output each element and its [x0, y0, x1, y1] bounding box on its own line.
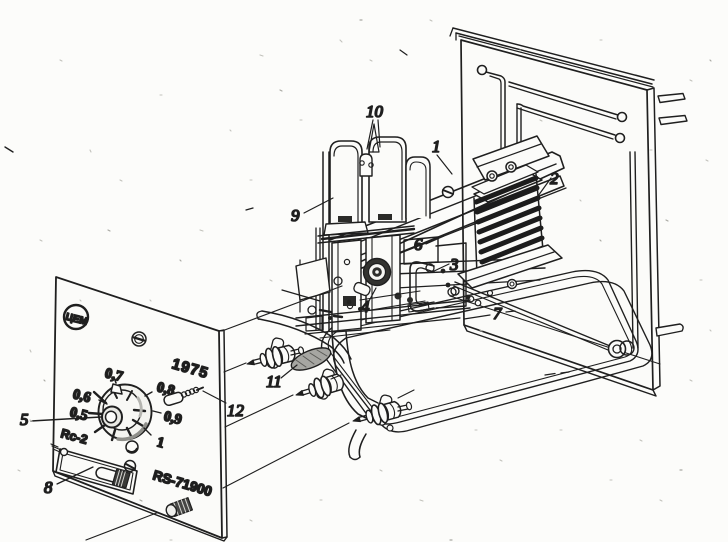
svg-text:6: 6 [414, 235, 423, 254]
svg-text:11: 11 [266, 372, 282, 391]
svg-text:1: 1 [432, 137, 441, 156]
svg-text:10: 10 [366, 102, 384, 121]
svg-text:12: 12 [227, 401, 245, 420]
svg-text:7: 7 [493, 304, 503, 323]
svg-text:0,6: 0,6 [71, 386, 92, 406]
svg-text:8: 8 [44, 478, 53, 497]
svg-text:3: 3 [449, 255, 459, 274]
svg-text:5: 5 [20, 410, 29, 429]
svg-text:0,5: 0,5 [68, 404, 89, 424]
svg-text:4: 4 [361, 297, 370, 316]
svg-text:9: 9 [291, 206, 300, 225]
svg-text:0,9: 0,9 [162, 408, 183, 428]
svg-text:0,7: 0,7 [103, 365, 124, 385]
svg-text:2: 2 [550, 169, 559, 188]
